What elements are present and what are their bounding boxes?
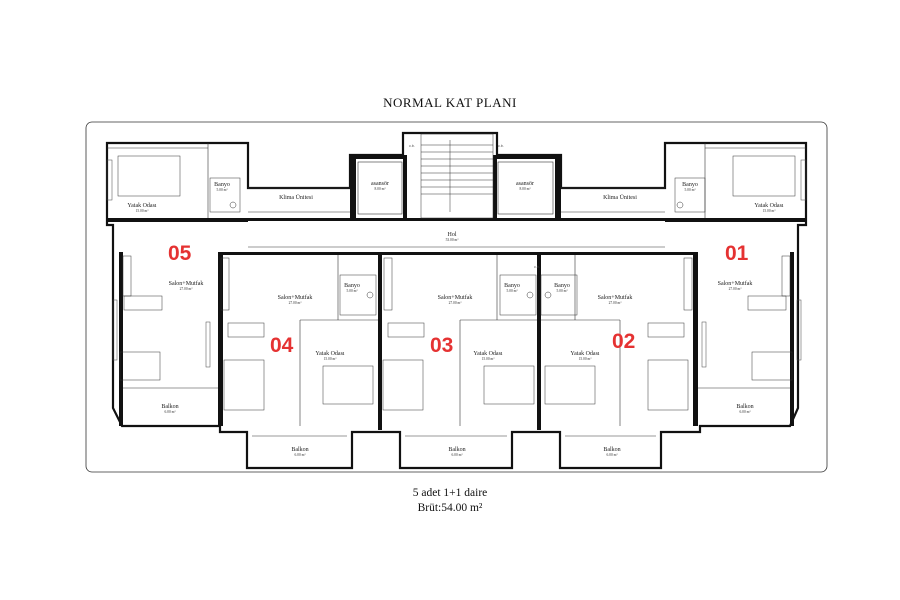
apartment-number-02: 02 [612,330,635,353]
dining-tables [123,295,787,338]
label-klima-left: Klima Ünitesi [279,194,313,201]
apartment-number-05: 05 [168,242,192,265]
label-balkon-01: Balkon [736,404,753,410]
label-salon-02: Salon+Mutfak [598,294,633,301]
caption-unit-count: 5 adet 1+1 daire [412,487,488,499]
area-yatak-05: 15.00 m² [136,209,149,213]
apartment-number-01: 01 [725,242,749,265]
area-banyo-02: 5.00 m² [556,289,567,293]
area-banyo-03: 5.00 m² [506,289,517,293]
label-cb-mid: c.b. [534,265,540,269]
label-balkon-04: Balkon [291,447,308,453]
area-asansor-left: 8.00 m² [374,187,385,191]
area-balkon-05: 6.00 m² [164,410,175,414]
label-banyo-01: Banyo [682,182,698,188]
area-balkon-03: 6.00 m² [451,453,462,457]
sofas [119,351,793,411]
caption-gross-area: Brüt:54.00 m² [417,502,483,514]
building-walls [105,131,808,470]
elevators [357,161,554,215]
area-yatak-02: 15.00 m² [579,357,592,361]
label-salon-01: Salon+Mutfak [718,280,753,287]
label-balkon-03: Balkon [448,447,465,453]
label-hol: Hol [448,232,457,238]
area-asansor-right: 8.00 m² [519,187,530,191]
label-banyo-04: Banyo [344,283,360,289]
staircase [420,133,494,219]
plan-title: NORMAL KAT PLANI [383,95,517,110]
area-banyo-05: 5.00 m² [216,188,227,192]
label-banyo-05: Banyo [214,182,230,188]
kitchen-counters [122,255,791,311]
bathroom-fixtures [209,177,706,316]
windows [106,159,807,368]
plan-caption: 5 adet 1+1 daire Brüt:54.00 m² [0,486,900,516]
label-salon-05: Salon+Mutfak [169,280,204,287]
interior-lines [107,143,806,437]
apartment-number-03: 03 [430,334,453,357]
area-balkon-02: 6.00 m² [606,453,617,457]
label-asansor-left: asansör [371,181,389,187]
structural-walls [107,155,806,430]
area-balkon-01: 6.00 m² [739,410,750,414]
label-yatak-01: Yatak Odası [754,203,784,209]
area-salon-05: 27.00 m² [180,287,193,291]
site-frame [85,121,828,473]
area-yatak-03: 15.00 m² [482,357,495,361]
label-salon-04: Salon+Mutfak [278,294,313,301]
area-hol: 53.00 m² [446,238,459,242]
beds [117,155,796,405]
area-banyo-04: 5.00 m² [346,289,357,293]
label-cb-left: c.b. [409,144,415,148]
area-yatak-01: 15.00 m² [763,209,776,213]
label-klima-right: Klima Ünitesi [603,194,637,201]
label-yatak-05: Yatak Odası [127,203,157,209]
label-banyo-03: Banyo [504,283,520,289]
area-balkon-04: 6.00 m² [294,453,305,457]
label-yatak-04: Yatak Odası [315,351,345,357]
area-salon-04: 27.00 m² [289,301,302,305]
label-yatak-02: Yatak Odası [570,351,600,357]
area-banyo-01: 5.00 m² [684,188,695,192]
label-asansor-right: asansör [516,181,534,187]
label-balkon-02: Balkon [603,447,620,453]
label-balkon-05: Balkon [161,404,178,410]
apartment-number-04: 04 [270,334,294,357]
label-banyo-02: Banyo [554,283,570,289]
area-salon-02: 27.00 m² [609,301,622,305]
area-yatak-04: 15.00 m² [324,357,337,361]
area-salon-01: 27.00 m² [729,287,742,291]
area-salon-03: 27.00 m² [449,301,462,305]
label-yatak-03: Yatak Odası [473,351,503,357]
label-cb-right: c.b. [498,144,504,148]
label-salon-03: Salon+Mutfak [438,294,473,301]
